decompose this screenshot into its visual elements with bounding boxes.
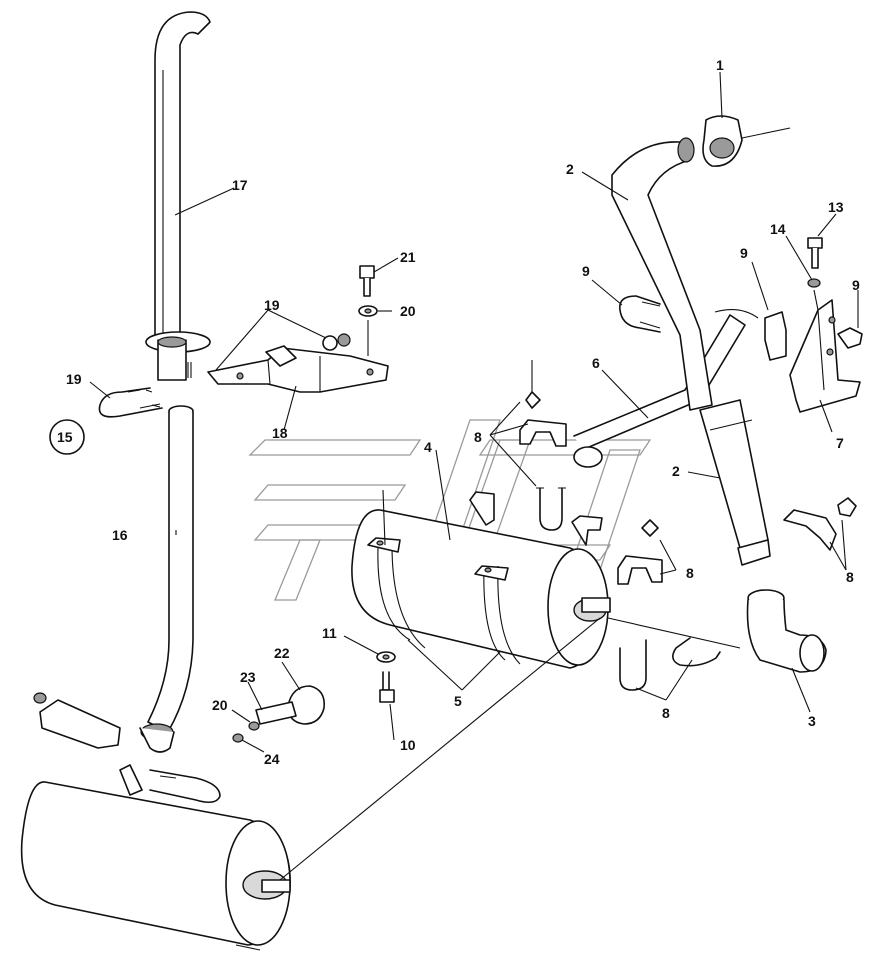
part-labels: 1 2 2 3 4 5 6 7 8 8 8 8 9 9 9 10 11 13 1… — [49, 57, 860, 767]
label-part-8c: 8 — [846, 569, 854, 585]
pipe-part-16 — [139, 405, 194, 753]
label-part-6: 6 — [592, 355, 600, 371]
label-part-17: 17 — [232, 177, 248, 193]
tailpipe-part-17 — [145, 11, 211, 381]
label-part-20b: 20 — [212, 697, 228, 713]
bracket-part-7 — [764, 299, 863, 413]
label-part-13: 13 — [828, 199, 844, 215]
pipe-part-6 — [573, 309, 759, 468]
clamp-part-8-upper — [519, 360, 567, 531]
bolt-part-21 — [358, 265, 378, 356]
label-part-14: 14 — [770, 221, 786, 237]
clamp-part-8-right — [783, 497, 857, 551]
label-part-21: 21 — [400, 249, 416, 265]
muffler-center — [351, 489, 611, 669]
label-part-16: 16 — [112, 527, 128, 543]
pipe-part-2 — [611, 137, 771, 566]
label-part-7: 7 — [836, 435, 844, 451]
clamp-part-8-middle — [617, 519, 663, 585]
label-part-24: 24 — [264, 751, 280, 767]
leader-lines — [89, 71, 859, 951]
label-part-23: 23 — [240, 669, 256, 685]
label-part-11: 11 — [322, 625, 337, 641]
label-part-8a: 8 — [474, 429, 482, 445]
label-part-8b: 8 — [686, 565, 694, 581]
u-bolt-part-9 — [619, 295, 661, 333]
label-part-18: 18 — [272, 425, 288, 441]
callout-circle-15 — [49, 419, 85, 455]
elbow-part-3 — [746, 589, 827, 673]
label-part-19a: 19 — [264, 297, 280, 313]
u-bolt-part-8 — [619, 637, 721, 691]
label-part-9c: 9 — [852, 277, 860, 293]
support-strap-bottom — [33, 692, 221, 804]
label-part-8d: 8 — [662, 705, 670, 721]
label-part-5: 5 — [454, 693, 462, 709]
bracket-part-18 — [207, 333, 389, 393]
label-part-4: 4 — [424, 439, 432, 455]
label-part-9b: 9 — [740, 245, 748, 261]
label-part-2a: 2 — [566, 161, 574, 177]
bolt-part-13 — [807, 237, 823, 311]
label-part-9a: 9 — [582, 263, 590, 279]
u-bolt-part-19 — [98, 387, 163, 418]
label-part-22: 22 — [274, 645, 290, 661]
label-part-1: 1 — [716, 57, 724, 73]
label-part-3: 3 — [808, 713, 816, 729]
bracket-part-22 — [232, 685, 326, 743]
clamp-part-1 — [702, 115, 791, 167]
bolt-part-10 — [376, 651, 396, 703]
label-part-2b: 2 — [672, 463, 680, 479]
label-part-15: 15 — [57, 429, 73, 445]
label-part-19b: 19 — [66, 371, 82, 387]
label-part-20a: 20 — [400, 303, 416, 319]
muffler-bottom — [20, 764, 291, 946]
label-part-10: 10 — [400, 737, 416, 753]
